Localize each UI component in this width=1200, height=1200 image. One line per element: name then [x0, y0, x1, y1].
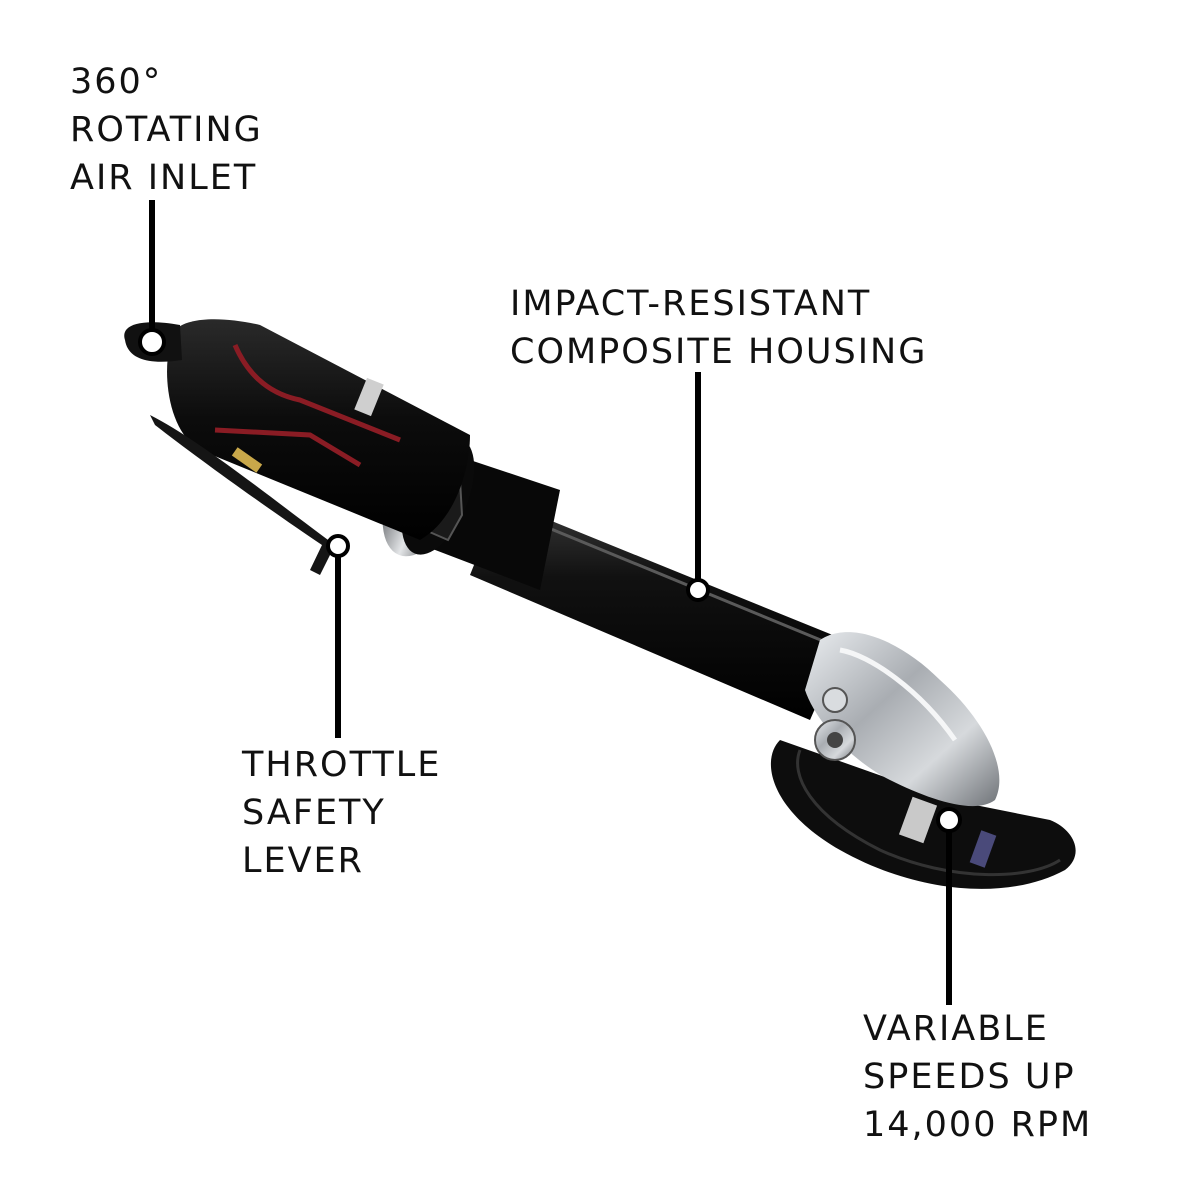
callout-air-inlet: 360° ROTATING AIR INLET	[70, 58, 263, 202]
callout-speed-line-1: VARIABLE	[863, 1009, 1049, 1049]
callout-housing: IMPACT-RESISTANT COMPOSITE HOUSING	[510, 280, 927, 376]
callout-air-inlet-line-2: ROTATING	[70, 110, 263, 150]
callout-throttle-line-2: SAFETY	[242, 793, 386, 833]
callout-speed-line-2: SPEEDS UP	[863, 1057, 1076, 1097]
callout-speed: VARIABLE SPEEDS UP 14,000 RPM	[863, 1005, 1092, 1149]
callout-lines	[149, 200, 962, 1005]
extension-tube	[470, 500, 845, 720]
callout-throttle: THROTTLE SAFETY LEVER	[242, 741, 441, 885]
callout-throttle-line-1: THROTTLE	[242, 745, 442, 785]
callout-housing-line-2: COMPOSITE HOUSING	[510, 332, 928, 372]
callout-air-inlet-line-3: AIR INLET	[70, 158, 258, 198]
throttle-lever	[150, 415, 335, 575]
grinder-head	[805, 632, 1000, 807]
cutting-disc	[770, 740, 1076, 889]
callout-housing-line-1: IMPACT-RESISTANT	[510, 284, 872, 324]
callout-speed-line-3: 14,000 RPM	[863, 1105, 1093, 1145]
callout-air-inlet-line-1: 360°	[70, 62, 163, 102]
callout-throttle-line-3: LEVER	[242, 841, 364, 881]
motor-housing	[167, 319, 470, 540]
